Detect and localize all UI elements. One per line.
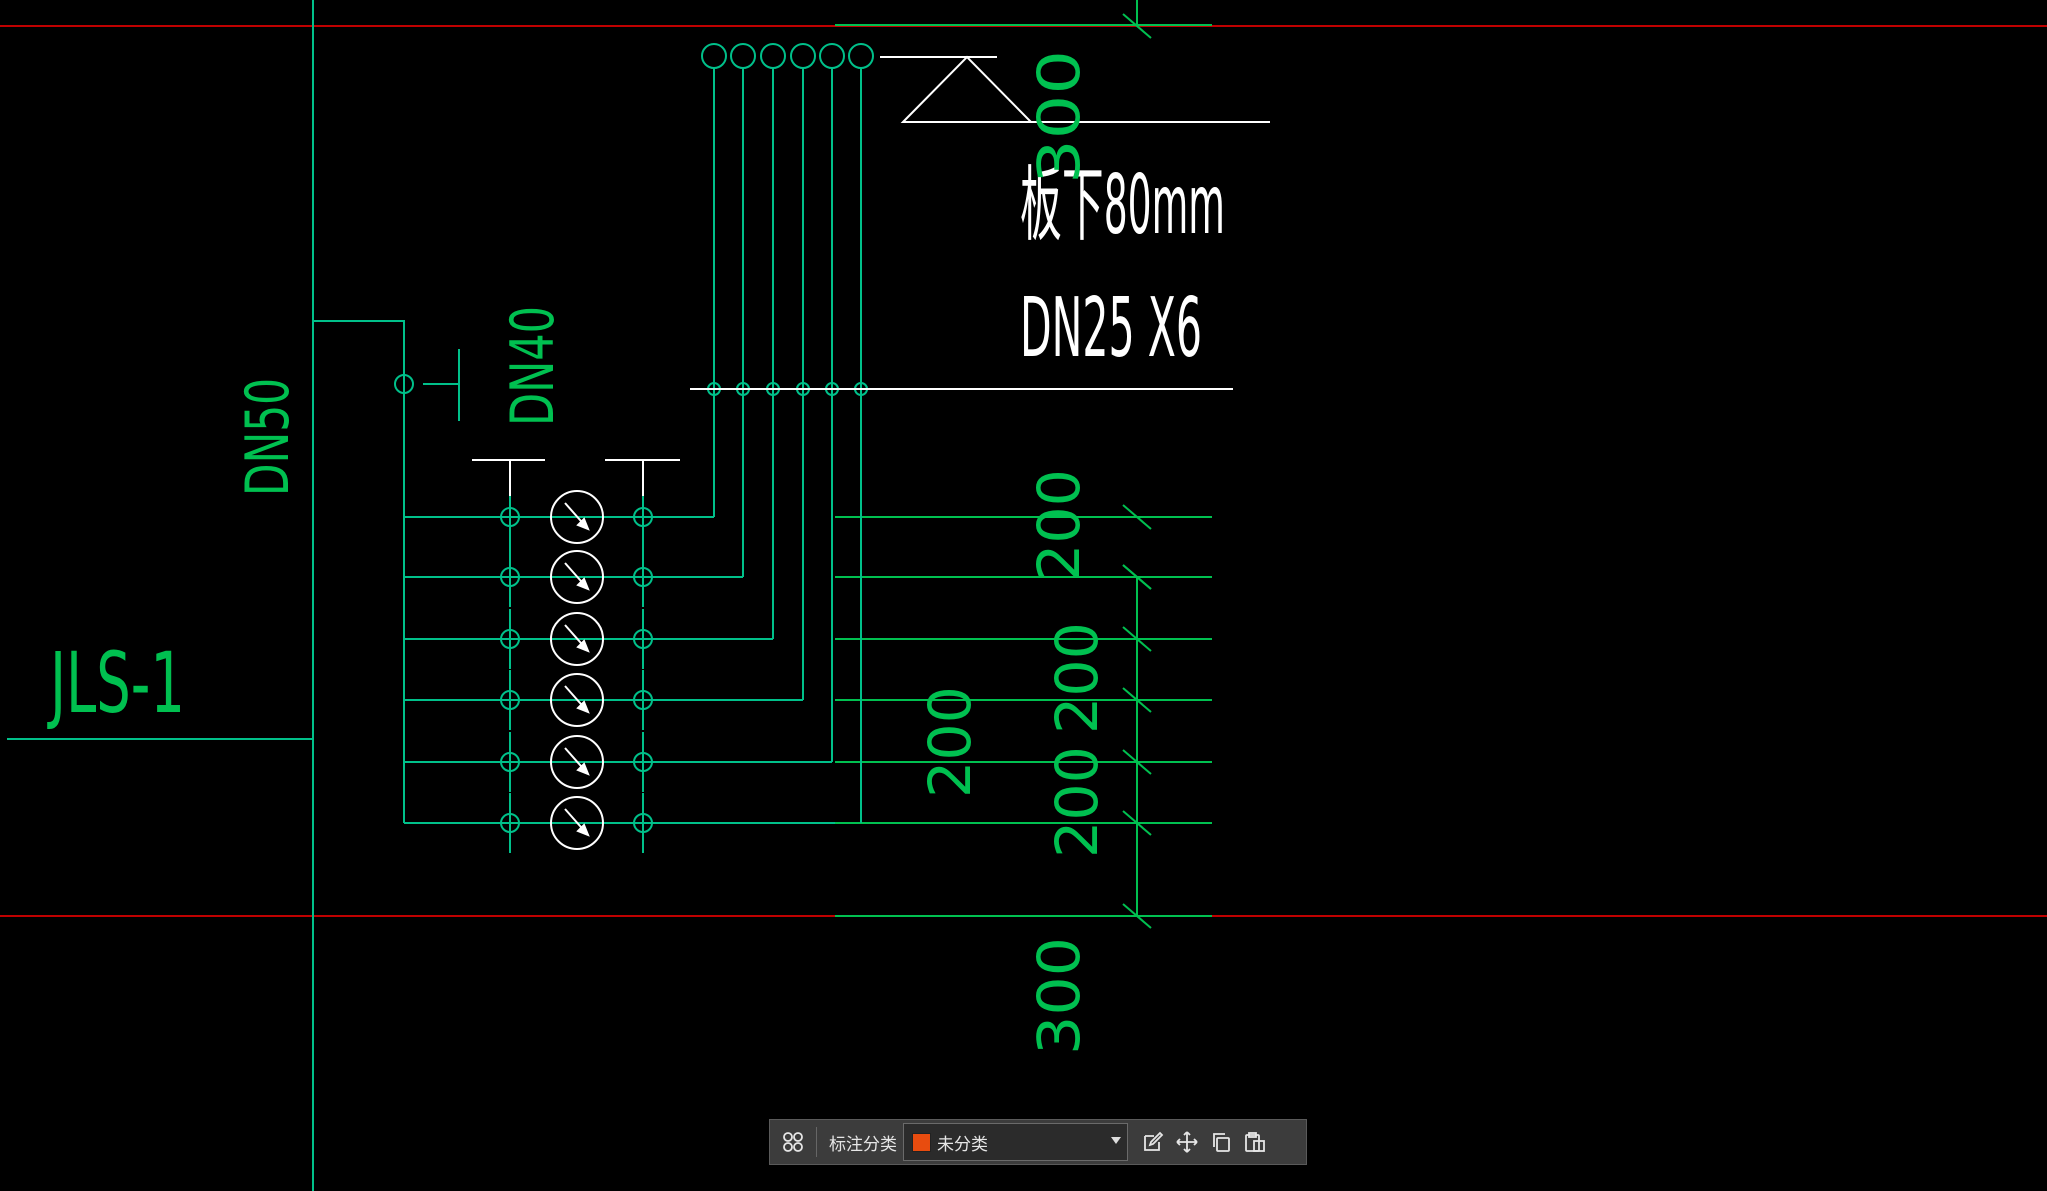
dim-bottom-300: 300 xyxy=(1025,937,1093,1055)
dimension-lines xyxy=(835,0,1212,929)
dim-left-200: 200 xyxy=(916,686,984,798)
meter-row xyxy=(404,793,1212,853)
riser-bubble xyxy=(790,43,816,69)
pipe-network xyxy=(7,0,460,1191)
branch-pipe-size: DN40 xyxy=(498,306,568,426)
riser-label: JLS-1 xyxy=(47,634,185,732)
category-select-value: 未分类 xyxy=(937,1134,988,1155)
dimension-tick xyxy=(1122,749,1152,775)
dimension-tick xyxy=(1122,810,1152,836)
water-meter xyxy=(550,735,604,789)
water-meter-dial xyxy=(550,735,604,789)
dimension-ticks xyxy=(1122,504,1152,836)
water-meter xyxy=(550,673,604,727)
category-select[interactable]: 未分类 xyxy=(903,1123,1128,1161)
annotation-toolbar: 标注分类 未分类 xyxy=(769,1119,1307,1165)
meter-row xyxy=(404,670,1212,730)
dim-right-200-b: 200 xyxy=(1043,622,1111,734)
dimension-tick xyxy=(1122,687,1152,713)
dim-right-200-c: 200 xyxy=(1043,746,1111,858)
riser-bubble xyxy=(730,43,756,69)
water-meter-arrow xyxy=(576,700,590,714)
water-meter xyxy=(550,550,604,604)
water-meter-arrow xyxy=(576,639,590,653)
water-meter-arrow xyxy=(576,823,590,837)
riser-bubble xyxy=(819,43,845,69)
meter-row xyxy=(404,732,1212,792)
riser-verticals xyxy=(701,43,874,823)
dimension-tick xyxy=(1122,504,1152,530)
dimension-tick xyxy=(1122,564,1152,590)
copy-icon[interactable] xyxy=(1204,1125,1238,1159)
move-icon[interactable] xyxy=(1170,1125,1204,1159)
meter-rows xyxy=(404,487,1212,853)
water-meter-dial xyxy=(550,796,604,850)
water-meter-dial xyxy=(550,673,604,727)
paste-icon[interactable] xyxy=(1238,1125,1272,1159)
toolbar-separator xyxy=(816,1127,817,1157)
water-meter-dial xyxy=(550,550,604,604)
dimension-tick xyxy=(1122,626,1152,652)
slab-marker xyxy=(690,55,1270,390)
main-pipe-size: DN50 xyxy=(233,378,303,496)
category-color-swatch xyxy=(912,1132,931,1152)
water-meter-dial xyxy=(550,490,604,544)
group-icon[interactable] xyxy=(776,1125,810,1159)
water-meter xyxy=(550,796,604,850)
riser-bubble xyxy=(760,43,786,69)
edit-icon[interactable] xyxy=(1136,1125,1170,1159)
meter-pipe-spec: DN25 X6 xyxy=(1020,281,1202,376)
chevron-down-icon xyxy=(1111,1137,1121,1144)
water-meter xyxy=(550,612,604,666)
water-meter xyxy=(550,490,604,544)
water-meter-arrow xyxy=(576,762,590,776)
category-label: 标注分类 xyxy=(829,1134,897,1155)
riser-bubble xyxy=(701,43,727,69)
dim-right-200-a: 200 xyxy=(1025,469,1093,581)
meter-row xyxy=(404,547,1212,607)
riser-bubble xyxy=(848,43,874,69)
slab-note: 板下80mm xyxy=(1020,158,1225,253)
meter-row xyxy=(404,487,1212,547)
water-meter-arrow xyxy=(576,517,590,531)
water-meter-arrow xyxy=(576,577,590,591)
valve-bars xyxy=(472,459,680,496)
meter-row xyxy=(404,609,1212,669)
water-meter-dial xyxy=(550,612,604,666)
dim-top-300: 300 xyxy=(1025,50,1093,184)
